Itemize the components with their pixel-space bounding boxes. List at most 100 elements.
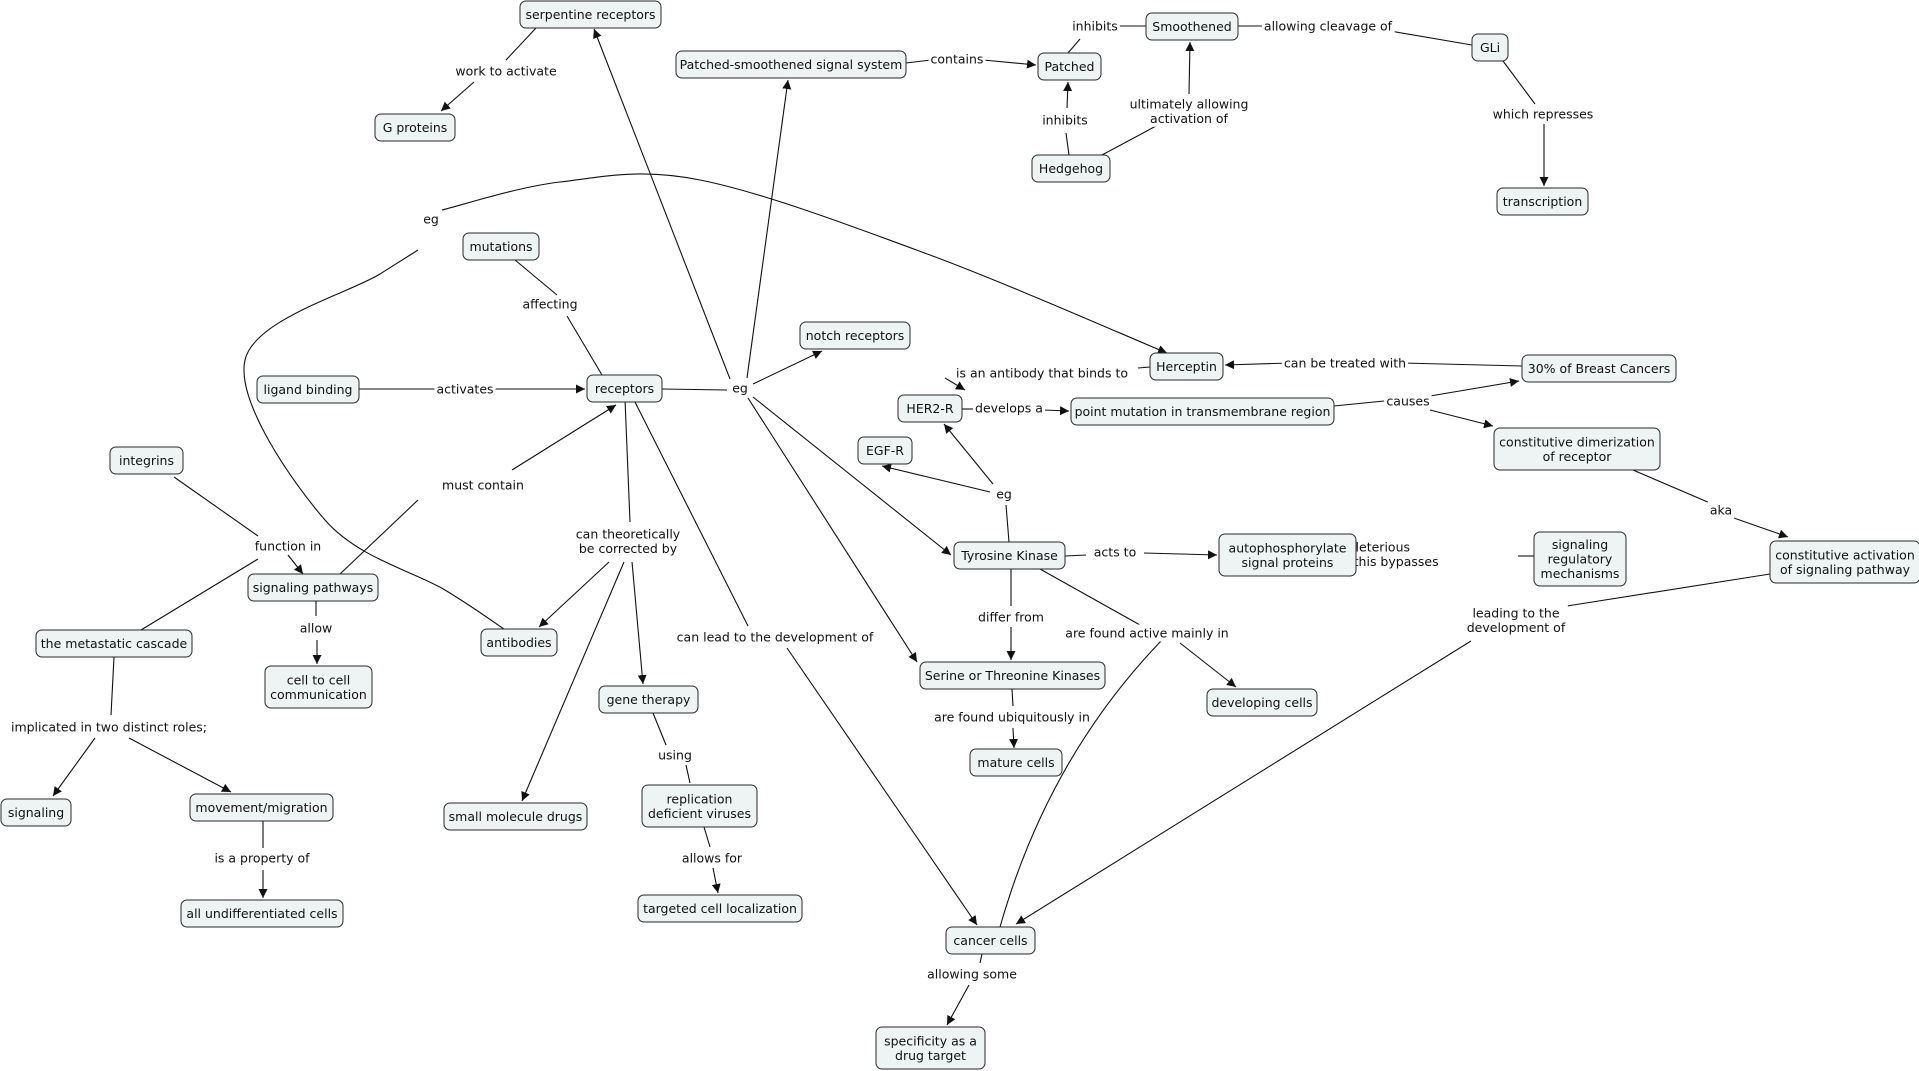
concept-box[interactable]	[519, 0, 662, 29]
concept-mature[interactable]: mature cells	[969, 748, 1063, 777]
concept-box[interactable]	[1145, 12, 1239, 41]
concept-patched-sys[interactable]: Patched-smoothened signal system	[675, 50, 907, 79]
concept-box[interactable]	[857, 436, 913, 465]
concept-gproteins[interactable]: G proteins	[374, 113, 456, 142]
concept-notch[interactable]: notch receptors	[799, 321, 911, 350]
concept-label-line: Patched-smoothened signal system	[680, 57, 903, 72]
concept-pointmut[interactable]: point mutation in transmembrane region	[1070, 397, 1335, 426]
concept-box[interactable]	[1533, 531, 1627, 587]
concept-developing[interactable]: developing cells	[1206, 688, 1318, 717]
concept-box[interactable]	[480, 628, 558, 657]
concept-box[interactable]	[945, 926, 1036, 955]
concept-herceptin[interactable]: Herceptin	[1149, 352, 1224, 381]
concept-box[interactable]	[1037, 52, 1102, 81]
link-label-text: allows for	[682, 851, 743, 866]
concept-box[interactable]	[897, 394, 963, 423]
concept-signaling[interactable]: signaling	[0, 798, 72, 827]
concept-box[interactable]	[1769, 540, 1919, 584]
concept-box[interactable]	[374, 113, 456, 142]
concept-box[interactable]	[462, 232, 540, 261]
concept-undiff[interactable]: all undifferentiated cells	[180, 899, 344, 928]
concept-metastatic[interactable]: the metastatic cascade	[35, 629, 193, 658]
concept-mutations[interactable]: mutations	[462, 232, 540, 261]
concept-label-line: Herceptin	[1156, 359, 1217, 374]
concept-box[interactable]	[675, 50, 907, 79]
concept-label-line: specificity as a	[884, 1033, 977, 1048]
connector-line	[1333, 400, 1385, 407]
concept-box[interactable]	[953, 541, 1066, 570]
concept-box[interactable]	[1493, 427, 1661, 471]
concept-box[interactable]	[264, 665, 373, 709]
concept-integrins[interactable]: integrins	[109, 446, 184, 475]
concept-transcription[interactable]: transcription	[1496, 187, 1589, 216]
concept-box[interactable]	[1471, 33, 1509, 62]
concept-box[interactable]	[598, 685, 699, 714]
concept-box[interactable]	[969, 748, 1063, 777]
concept-box[interactable]	[641, 784, 758, 828]
link-label-text: eg	[996, 487, 1012, 502]
concept-her2r[interactable]: HER2-R	[897, 394, 963, 423]
concept-box[interactable]	[1031, 154, 1111, 183]
concept-cancer[interactable]: cancer cells	[945, 926, 1036, 955]
concept-label-line: mechanisms	[1541, 566, 1620, 581]
link-label-function-in: function in	[252, 537, 324, 555]
concept-box[interactable]	[35, 629, 193, 658]
concept-box[interactable]	[875, 1026, 986, 1070]
concept-box[interactable]	[1070, 397, 1335, 426]
concept-serine[interactable]: Serine or Threonine Kinases	[919, 661, 1106, 690]
concept-box[interactable]	[1521, 354, 1677, 383]
concept-sigpath[interactable]: signaling pathways	[247, 573, 379, 602]
concept-smallmol[interactable]: small molecule drugs	[443, 802, 588, 831]
concept-patched[interactable]: Patched	[1037, 52, 1102, 81]
connector-line	[440, 81, 475, 112]
concept-label-line: targeted cell localization	[643, 901, 797, 916]
concept-box[interactable]	[1149, 352, 1224, 381]
concept-tyrosine[interactable]: Tyrosine Kinase	[953, 541, 1066, 570]
connector-line	[1143, 550, 1218, 560]
link-label-line: is an antibody that binds to	[956, 366, 1128, 381]
concept-box[interactable]	[109, 446, 184, 475]
link-label-inhibits-mid: inhibits	[1040, 111, 1090, 129]
concept-box[interactable]	[0, 798, 72, 827]
concept-smoothened[interactable]: Smoothened	[1145, 12, 1239, 41]
concept-box[interactable]	[586, 374, 663, 403]
concept-breast[interactable]: 30% of Breast Cancers	[1521, 354, 1677, 383]
concept-movement[interactable]: movement/migration	[189, 793, 334, 822]
concept-box[interactable]	[799, 321, 911, 350]
concept-box[interactable]	[180, 899, 344, 928]
concept-box[interactable]	[919, 661, 1106, 690]
concept-serpentine[interactable]: serpentine receptors	[519, 0, 662, 29]
concept-ligand[interactable]: ligand binding	[256, 375, 360, 404]
link-label-background	[434, 380, 496, 398]
concept-box[interactable]	[1218, 533, 1357, 577]
concept-antibodies[interactable]: antibodies	[480, 628, 558, 657]
concept-box[interactable]	[247, 573, 379, 602]
concept-box[interactable]	[1206, 688, 1318, 717]
concept-receptors[interactable]: receptors	[586, 374, 663, 403]
concept-box[interactable]	[256, 375, 360, 404]
concept-label-line: G proteins	[383, 120, 448, 135]
link-label-line: are found active mainly in	[1065, 626, 1228, 641]
concept-egfr[interactable]: EGF-R	[857, 436, 913, 465]
link-label-background	[1384, 392, 1432, 410]
link-label-background	[212, 849, 313, 867]
concept-box[interactable]	[189, 793, 334, 822]
concept-targeted[interactable]: targeted cell localization	[637, 894, 803, 923]
connector-line	[514, 259, 558, 296]
concept-box[interactable]	[1496, 187, 1589, 216]
concept-genether[interactable]: gene therapy	[598, 685, 699, 714]
concept-hedgehog[interactable]: Hedgehog	[1031, 154, 1111, 183]
concept-box[interactable]	[637, 894, 803, 923]
concept-gli[interactable]: GLi	[1471, 33, 1509, 62]
concept-label-line: Smoothened	[1152, 19, 1231, 34]
link-label-line: acts to	[1094, 545, 1136, 560]
concept-box[interactable]	[443, 802, 588, 831]
